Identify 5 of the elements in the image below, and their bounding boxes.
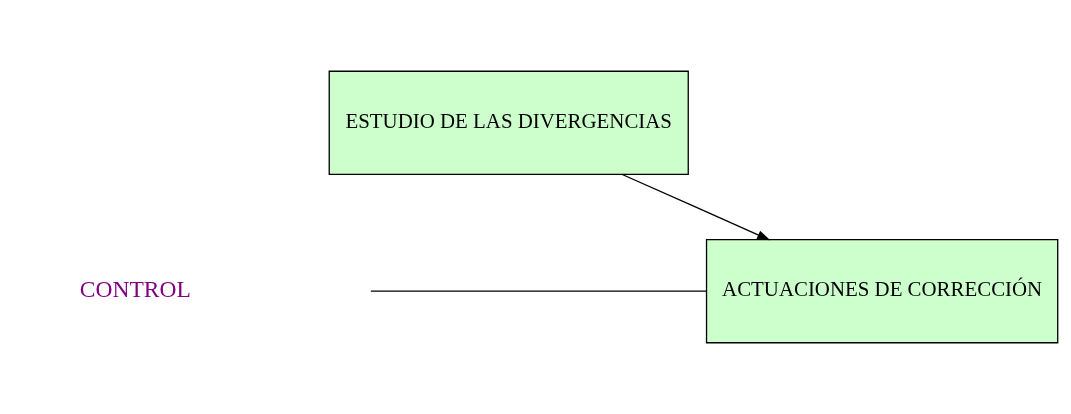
node-box: ACTUACIONES DE CORRECCIÓN xyxy=(705,239,1059,344)
label: CONTROL xyxy=(79,275,191,302)
connector xyxy=(370,290,708,292)
arrow xyxy=(621,173,771,241)
node-box: ESTUDIO DE LAS DIVERGENCIAS xyxy=(328,70,689,175)
